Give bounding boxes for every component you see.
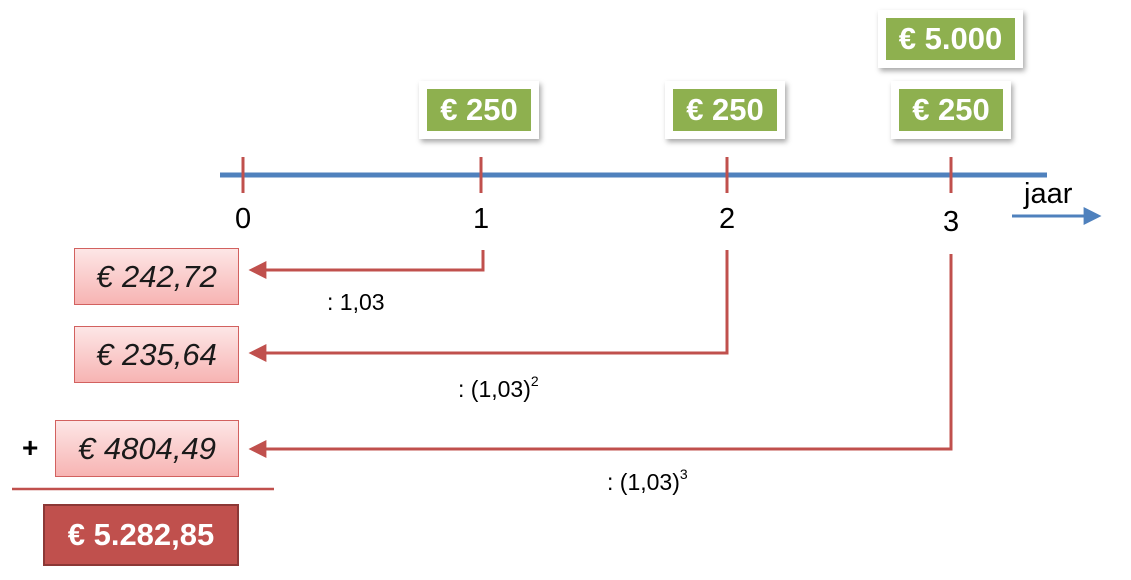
divisor-label-1: : 1,03: [327, 289, 385, 315]
payment-value: € 5.000: [886, 18, 1015, 60]
total-present-value-box: € 5.282,85: [43, 504, 239, 566]
divisor-label-2: : (1,03)2: [458, 373, 539, 403]
payment-box-year3-extra: € 5.000: [878, 10, 1023, 68]
present-value-box-2: € 235,64: [74, 326, 239, 383]
plus-sign: +: [22, 432, 39, 463]
divisor-exponent: 3: [679, 466, 688, 482]
divisor-label-3: : (1,03)3: [607, 466, 688, 496]
discount-arrow-1: [248, 250, 485, 279]
payment-value: € 250: [899, 89, 1003, 131]
tick-label-2: 2: [719, 203, 736, 235]
axis-unit-label: jaar: [1024, 178, 1073, 210]
tick-label-3: 3: [943, 206, 960, 238]
discount-arrow-3: [248, 254, 953, 458]
payment-box-year1: € 250: [419, 81, 539, 139]
tick-label-1: 1: [473, 203, 490, 235]
divisor-base: : (1,03): [607, 469, 680, 495]
present-value-box-1: € 242,72: [74, 248, 239, 305]
payment-box-year2: € 250: [665, 81, 785, 139]
present-value-box-3: € 4804,49: [55, 420, 239, 477]
divisor-exponent: 2: [530, 373, 539, 389]
payment-value: € 250: [673, 89, 777, 131]
tick-label-0: 0: [235, 203, 252, 235]
divisor-base: : (1,03): [458, 376, 531, 402]
discount-arrow-2: [248, 250, 729, 362]
payment-value: € 250: [427, 89, 531, 131]
payment-box-year3: € 250: [891, 81, 1011, 139]
